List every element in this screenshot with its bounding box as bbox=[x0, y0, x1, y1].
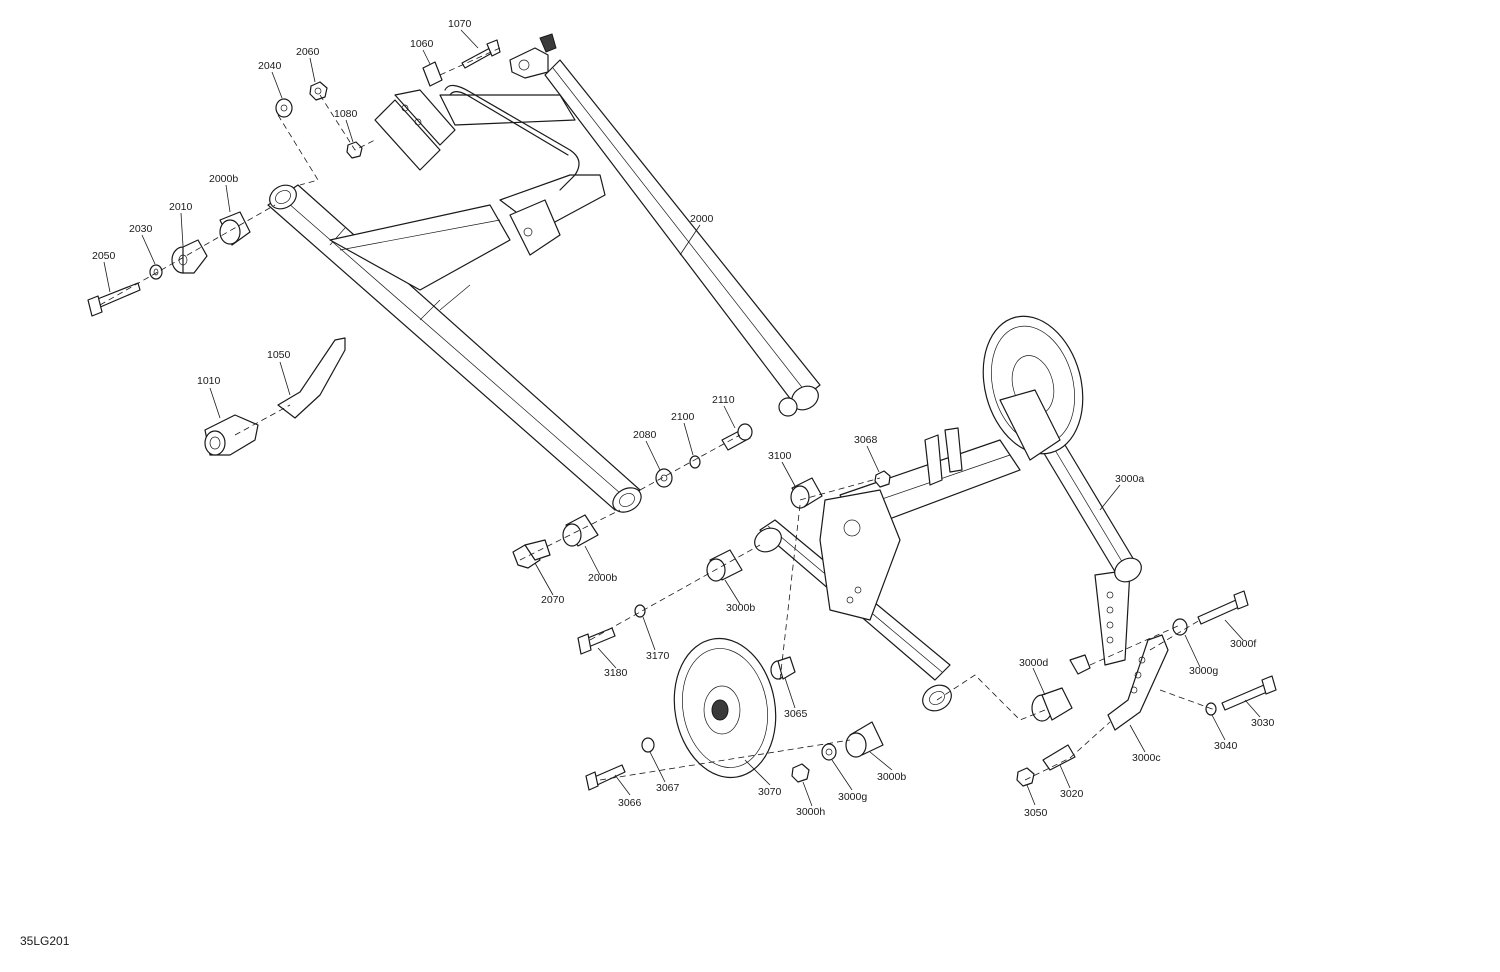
callout-3050: 3050 bbox=[1024, 807, 1048, 819]
lower-idler-wheel bbox=[673, 637, 777, 779]
callout-1010: 1010 bbox=[197, 375, 221, 387]
callout-2040: 2040 bbox=[258, 60, 282, 72]
callout-3180: 3180 bbox=[604, 667, 628, 679]
callout-2010: 2010 bbox=[169, 201, 193, 213]
callout-3070: 3070 bbox=[758, 786, 782, 798]
callout-2000b-top: 2000b bbox=[209, 173, 238, 185]
leader-lines bbox=[103, 29, 1261, 807]
callout-2050: 2050 bbox=[92, 250, 116, 262]
callout-2080: 2080 bbox=[633, 429, 657, 441]
callout-3065: 3065 bbox=[784, 708, 808, 720]
callout-2100: 2100 bbox=[671, 411, 695, 423]
callout-1070: 1070 bbox=[448, 18, 472, 30]
callout-3000g-right: 3000g bbox=[1189, 665, 1218, 677]
upper-idler-wheel bbox=[982, 315, 1084, 461]
callout-labels: 1070 1060 2060 2040 1080 2000b 2010 2030… bbox=[92, 18, 1275, 819]
callout-3000h: 3000h bbox=[796, 806, 825, 818]
callout-2000: 2000 bbox=[690, 213, 714, 225]
hardware-parts bbox=[87, 39, 1277, 791]
callout-1060: 1060 bbox=[410, 38, 434, 50]
assembly-lines bbox=[99, 47, 1216, 781]
drawing-code: 35LG201 bbox=[20, 934, 70, 948]
callout-2000b-bottom: 2000b bbox=[588, 572, 617, 584]
callout-3170: 3170 bbox=[646, 650, 670, 662]
callout-3100: 3100 bbox=[768, 450, 792, 462]
upper-suspension-arm bbox=[267, 33, 821, 513]
callout-3030: 3030 bbox=[1251, 717, 1275, 729]
rear-suspension-frame bbox=[754, 419, 1142, 712]
callout-3000d: 3000d bbox=[1019, 657, 1048, 669]
callout-2030: 2030 bbox=[129, 223, 153, 235]
callout-1050: 1050 bbox=[267, 349, 291, 361]
callout-3000a: 3000a bbox=[1115, 473, 1144, 485]
callout-3067: 3067 bbox=[656, 782, 680, 794]
callout-3020: 3020 bbox=[1060, 788, 1084, 800]
callout-2070: 2070 bbox=[541, 594, 565, 606]
callout-3000c: 3000c bbox=[1132, 752, 1161, 764]
callout-3040: 3040 bbox=[1214, 740, 1238, 752]
callout-3066: 3066 bbox=[618, 797, 642, 809]
callout-2110: 2110 bbox=[712, 394, 735, 406]
callout-3000f: 3000f bbox=[1230, 638, 1256, 650]
callout-2060: 2060 bbox=[296, 46, 320, 58]
callout-3000g-lower: 3000g bbox=[838, 791, 867, 803]
callout-1080: 1080 bbox=[334, 108, 358, 120]
callout-3000b-lower: 3000b bbox=[877, 771, 906, 783]
callout-3068: 3068 bbox=[854, 434, 878, 446]
callout-3000b-upper: 3000b bbox=[726, 602, 755, 614]
